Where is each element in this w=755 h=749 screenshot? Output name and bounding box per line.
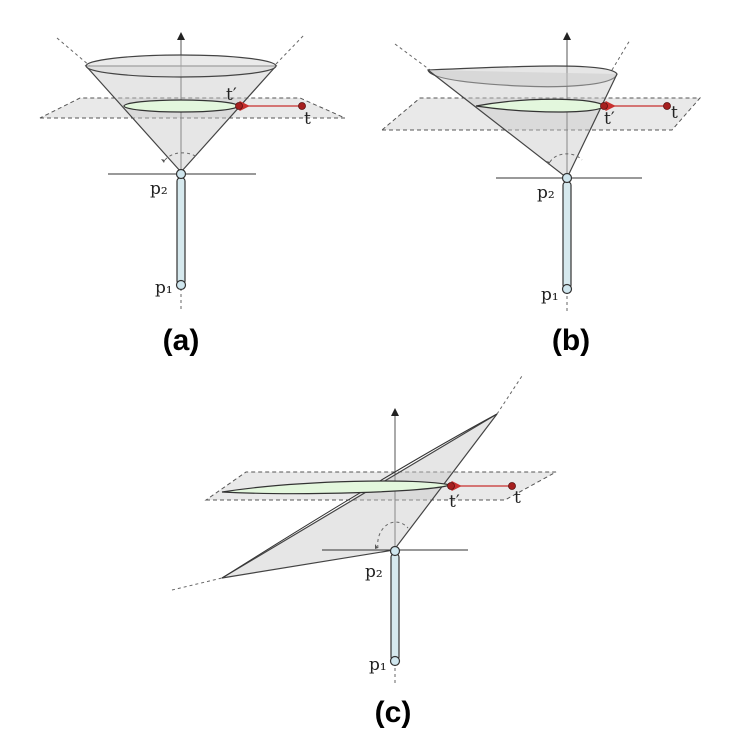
caption-a: (a) [163, 324, 200, 357]
point-t-prime [235, 102, 243, 110]
label-p1: p₁ [155, 278, 173, 298]
cone-body [84, 65, 278, 173]
cone-extension-right [275, 33, 306, 65]
joint-p2 [389, 545, 401, 557]
caption-c: (c) [375, 696, 412, 729]
joint-p2 [175, 168, 187, 180]
cone-extension-left [171, 577, 223, 591]
label-t-prime: t′ [226, 85, 237, 105]
angle-arc-arrowhead [546, 161, 550, 165]
plane-cone-section [123, 99, 239, 113]
label-t: t [304, 109, 311, 129]
point-t-prime [447, 482, 455, 490]
panel-b: t′ t p₂ p₁ (b) [380, 32, 702, 357]
panel-c: t′ t p₂ p₁ (c) [171, 375, 557, 729]
label-t-prime: t′ [604, 109, 615, 129]
label-p1: p₁ [541, 285, 559, 305]
label-p2: p₂ [365, 562, 383, 582]
label-t-prime: t′ [449, 492, 460, 512]
cone-extension-right [611, 39, 631, 71]
cone-top-ellipse [85, 54, 277, 78]
label-p2: p₂ [150, 179, 168, 199]
angle-arc-arrowhead [375, 544, 378, 549]
angle-arc [377, 521, 409, 549]
cone-extension-left [56, 37, 91, 67]
cone-extension-left [394, 43, 431, 71]
point-t [508, 482, 516, 490]
label-p1: p₁ [369, 655, 387, 675]
angle-arc-arrowhead [161, 159, 165, 163]
cone-extension-right [496, 375, 523, 415]
label-p2: p₂ [537, 183, 555, 203]
point-t-prime [600, 102, 608, 110]
joint-p1 [389, 655, 401, 667]
point-t [298, 102, 306, 110]
cone-top-ellipse [427, 65, 618, 88]
angle-arc [164, 152, 199, 161]
joint-p1 [175, 279, 187, 291]
rod [562, 181, 572, 289]
joint-p1 [561, 283, 573, 295]
caption-b: (b) [552, 324, 590, 357]
angle-arc [549, 153, 583, 163]
rod [390, 553, 400, 661]
label-t: t [514, 488, 521, 508]
cone-body [221, 413, 498, 579]
panel-a: t′ t p₂ p₁ (a) [39, 32, 346, 357]
point-t [663, 102, 671, 110]
label-t: t [671, 103, 678, 123]
joint-p2 [561, 172, 573, 184]
rod [176, 177, 186, 285]
